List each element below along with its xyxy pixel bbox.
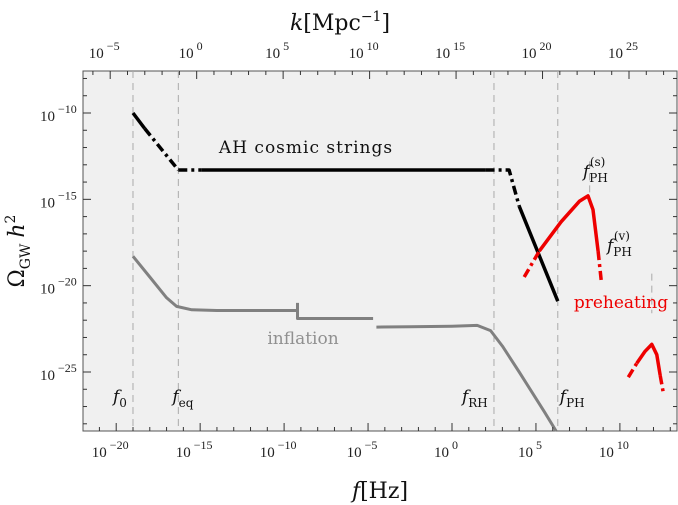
series-layer [131,111,666,432]
marker-label-RH: fRH [460,387,488,410]
cosmic-strings-label: AH cosmic strings [218,138,393,158]
x-tick-label: 10 −15 [176,438,213,461]
marker-label-eq: feq [170,387,193,410]
y-tick-label: 10 −25 [40,361,77,384]
series-segment-0 [131,111,147,130]
top-tick-label: 10 10 [349,39,379,62]
series-preheating [522,194,666,395]
top-tick-label: 10 5 [265,39,289,62]
x-tick-label: 10 0 [434,438,458,461]
fph-scalar-label: fPH(s) [581,155,608,185]
series-segment-4 [635,342,662,376]
top-axis-title: k[Mpc−1] [290,9,390,36]
top-tick-label: 10 0 [179,39,203,62]
x-axis-title: f[Hz] [350,479,408,504]
top-tick-label: 10 25 [608,39,638,62]
series-ah-cosmic-strings [131,111,560,302]
fph-vector-label: fPH(v) [605,229,632,259]
top-tick-label: 10 20 [522,39,552,62]
y-tick-label: 10 −15 [40,188,77,211]
axis-ticks [83,71,677,431]
series-inflation [131,255,558,432]
series-segment-2 [596,250,604,283]
plot-area [82,70,678,432]
preheating-label: preheating [574,293,668,313]
top-tick-label: 10 15 [435,39,465,62]
series-segment-2 [376,323,558,432]
x-tick-label: 10 −20 [92,438,129,461]
series-segment-4 [485,168,521,207]
vertical-marker-lines [132,71,653,431]
series-segment-5 [658,375,666,395]
x-tick-label: 10 −10 [260,438,297,461]
y-tick-label: 10 −10 [40,102,77,125]
x-tick-label: 10 −5 [347,438,378,461]
x-tick-label: 10 5 [518,438,542,461]
series-segment-0 [131,255,298,312]
series-segment-0 [522,250,541,278]
frequency-marker-labels: f0 feq fRH fPH [111,387,585,410]
series-segment-1 [296,302,374,320]
y-axis-title: ΩGWh2 [3,215,34,288]
marker-label-0: f0 [111,387,127,410]
series-segment-1 [537,194,600,253]
marker-label-PH: fPH [558,387,585,410]
y-tick-label: 10 −20 [40,275,77,298]
series-segment-1 [143,127,180,172]
axis-tick-labels: 10 −20 10 −15 10 −10 10 −5 10 0 10 5 10 10 10 −… [40,39,638,461]
top-tick-label: 10 −5 [89,39,120,62]
inflation-label: inflation [267,329,338,349]
x-tick-label: 10 10 [599,438,629,461]
series-segment-3 [626,362,639,379]
